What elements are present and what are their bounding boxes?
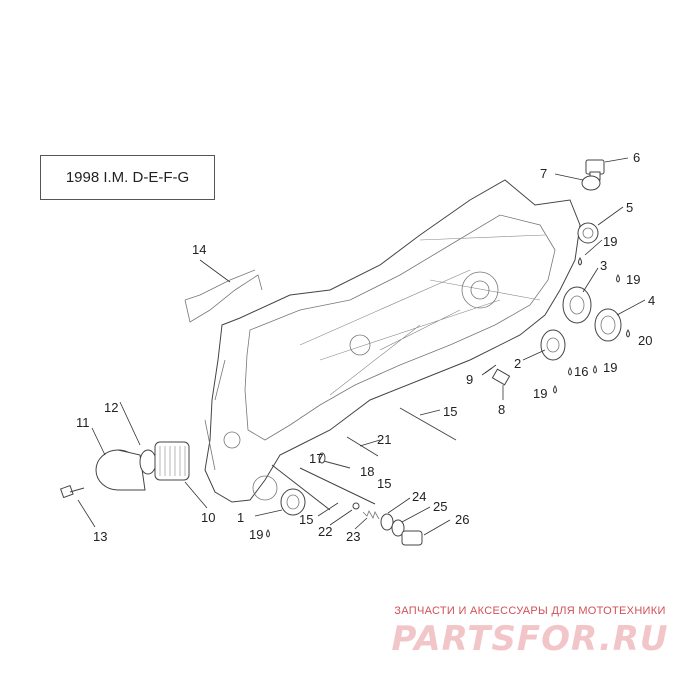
callout-25: 25 — [433, 499, 447, 514]
callout-11: 11 — [76, 415, 90, 430]
watermark: ЗАПЧАСТИ И АКСЕССУАРЫ ДЛЯ МОТОТЕХНИКИ PA… — [380, 605, 680, 659]
callout-15: 15 — [299, 512, 313, 527]
callout-19: 19 — [626, 272, 640, 287]
callout-16: 16 — [574, 364, 588, 379]
callout-2: 2 — [514, 356, 521, 371]
callout-19: 19 — [533, 386, 547, 401]
callout-9: 9 — [466, 372, 473, 387]
callout-12: 12 — [104, 400, 118, 415]
part-24-washer — [380, 513, 394, 531]
gasket — [184, 269, 263, 323]
studs-group — [271, 407, 457, 511]
part-10-filter — [154, 441, 190, 481]
part-8-fitting — [491, 368, 511, 386]
model-title: 1998 I.M. D-E-F-G — [65, 169, 190, 186]
part-23-spring — [362, 510, 380, 520]
thread-locker-marks — [266, 257, 630, 538]
callout-17: 17 — [309, 451, 323, 466]
part-25-o-ring — [391, 519, 405, 537]
callout-26: 26 — [455, 512, 469, 527]
callout-15: 15 — [377, 476, 391, 491]
part-3-bearing — [562, 286, 592, 324]
leader-lines — [77, 157, 646, 536]
part-7-o-ring — [581, 175, 601, 191]
callout-4: 4 — [648, 293, 655, 308]
callout-labels: 6 7 5 19 3 19 4 20 2 16 19 9 19 8 14 15 … — [76, 150, 655, 544]
callout-19: 19 — [249, 527, 263, 542]
callout-14: 14 — [192, 242, 206, 257]
callout-22: 22 — [318, 524, 332, 539]
callout-24: 24 — [412, 489, 426, 504]
part-11-filter-cover — [95, 449, 146, 491]
callout-13: 13 — [93, 529, 107, 544]
callout-19: 19 — [603, 234, 617, 249]
callout-3: 3 — [600, 258, 607, 273]
callout-5: 5 — [626, 200, 633, 215]
callout-21: 21 — [377, 432, 391, 447]
callout-6: 6 — [633, 150, 640, 165]
callout-19: 19 — [603, 360, 617, 375]
part-4-seal — [594, 308, 622, 342]
part-22-ball — [352, 502, 360, 510]
model-title-box: 1998 I.M. D-E-F-G — [40, 155, 215, 200]
part-17-ring — [318, 452, 326, 464]
callout-15: 15 — [443, 404, 457, 419]
callout-23: 23 — [346, 529, 360, 544]
callout-18: 18 — [360, 464, 374, 479]
crankcase-half — [204, 179, 581, 503]
callout-10: 10 — [201, 510, 215, 525]
part-1-seal — [280, 488, 306, 516]
callout-1: 1 — [237, 510, 244, 525]
part-26-plug — [401, 530, 423, 546]
part-13-screw — [59, 484, 85, 499]
callout-20: 20 — [638, 333, 652, 348]
part-5-bushing — [577, 222, 599, 244]
part-12-o-ring — [139, 449, 157, 475]
part-2-bearing — [540, 329, 566, 361]
watermark-logo: PARTSFOR.RU — [391, 619, 669, 659]
watermark-tagline: ЗАПЧАСТИ И АКСЕССУАРЫ ДЛЯ МОТОТЕХНИКИ — [394, 605, 666, 617]
callout-7: 7 — [540, 166, 547, 181]
callout-8: 8 — [498, 402, 505, 417]
